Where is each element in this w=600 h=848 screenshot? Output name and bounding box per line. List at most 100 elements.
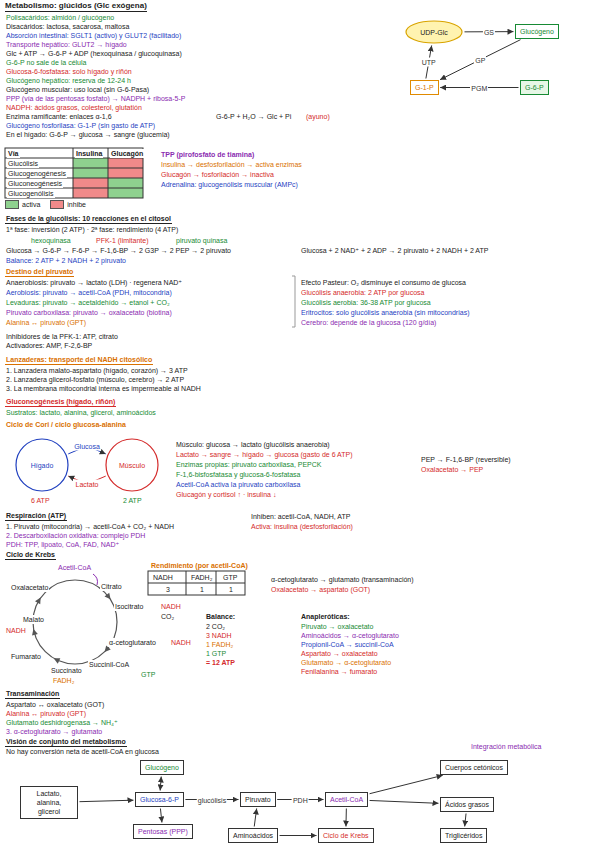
node-label: Pentosas (PPP) [138,827,188,836]
note-text: piruvato quinasa [175,236,228,245]
note-text: Piruvato carboxilasa: piruvato → oxalace… [5,308,173,317]
note-text: Glutamato → α-cetoglutarato [300,658,392,667]
table-fill [73,158,108,168]
note-text: 2 ATP [122,496,143,505]
note-text: Propionil-CoA → succinil-CoA [300,640,395,649]
connector-label: Glucosa [73,442,101,451]
note-text: Gluconeogénesis (hígado, riñón) [5,397,116,407]
connector-label: Lactato [75,480,100,489]
node-label: UDP-Glc [420,28,448,37]
note-text: Malato [22,615,45,624]
note-text: FADH₂ [190,573,213,582]
node-label: Acetil-CoA [330,795,363,804]
connector-label: PDH [292,795,309,804]
node-text-group: Triglicéridos [445,831,482,840]
note-text: Lanzaderas: transporte del NADH citosóli… [5,355,153,365]
note-text: Visión de conjunto del metabolismo [5,737,127,747]
node-text-group: Hígado [31,461,54,470]
note-text: Respiración (ATP) [5,511,67,521]
table-fill [108,188,143,198]
table-fill [108,158,143,168]
note-text: Acetil-CoA [57,563,92,572]
note-text: CO₂ [160,612,175,621]
node-text-group: Aminoácidos [233,831,273,840]
process-box: Piruvato [240,792,276,807]
note-text: 3. α-cetoglutarato → glutamato [5,727,103,736]
note-text: Transporte hepático: GLUT2 → hígado [5,40,128,49]
node-text-group: Glucógeno [145,763,179,772]
node-label: Piruvato [245,795,271,804]
note-text: PDH: TPP, lipoato, CoA, FAD, NAD⁺ [5,540,120,549]
note-text: Absorción intestinal: SGLT1 (activo) y G… [5,31,182,40]
process-box: Ciclo de Krebs [318,828,374,843]
note-text: Glucólisis anaerobia: 2 ATP por glucosa [300,288,425,297]
node-label: G-1-P [415,83,434,92]
note-text: Oxalacetato → aspartato (GOT) [270,585,371,594]
note-text: Alanina ↔ piruvato (GPT) [5,318,87,327]
node-label: Ácidos grasos [445,800,489,809]
note-text: 1 [228,585,234,594]
note-text: Glucosa → G-6-P → F-6-P → F-1,6-BP → 2 G… [5,246,232,255]
bracket [292,276,295,327]
note-text: Acetil-CoA activa la piruvato carboxilas… [175,480,302,489]
note-text: Glucosa + 2 NAD⁺ + 2 ADP → 2 piruvato + … [300,246,489,255]
note-text: 1 FADH₂ [205,640,234,649]
note-text: Lactato → sangre → hígado → glucosa (gas… [175,450,354,459]
ellipse-shape [16,439,68,491]
connector [160,776,161,790]
note-text: Glucosa-6-fosfatasa: solo hígado y riñón [5,67,133,76]
cycle-arrowhead [30,628,37,635]
node-label: Aminoácidos [233,831,273,840]
note-text: Glucógeno fosforilasa: G-1-P (sin gasto … [5,121,156,130]
note-text: Citrato [100,582,123,591]
note-text: GTP [140,670,156,679]
note-text: Adrenalina: glucogenólisis muscular (AMP… [160,180,299,189]
node-text-group: Cuerpos cetónicos [445,763,503,772]
node-text-group: Ácidos grasos [445,800,489,809]
ellipse-node: Músculo [105,438,159,492]
table-fill [73,168,108,178]
note-text: GTP [222,573,238,582]
note-text: Levaduras: piruvato → acetaldehído → eta… [5,298,171,307]
legend-item: activa [5,200,40,209]
node-text-group: UDP-Glc [420,28,448,37]
note-text: Transaminación [5,689,60,699]
note-text: Aerobiosis: piruvato → acetil-CoA (PDH, … [5,288,173,297]
connector [79,800,133,801]
legend-text: activa [22,200,40,209]
note-text: 3. La membrana mitocondrial interna es i… [5,384,202,393]
note-text: FADH₂ [52,676,75,685]
connector [254,808,256,826]
note-text: Succinato [50,666,83,675]
ellipse-shape [406,21,462,43]
note-text: Isocitrato [114,602,144,611]
note-text: Glc + ATP → G-6-P + ADP (hexoquinasa / g… [5,49,183,58]
process-box: Glucógeno [515,24,559,39]
cycle-ring [33,580,117,664]
note-text: NADPH: ácidos grasos, colesterol, glutat… [5,103,143,112]
connector [440,40,520,80]
note-text: Inhiben: acetil-CoA, NADH, ATP [250,512,351,521]
note-text: Glucógeno muscular: uso local (sin G-6-P… [5,85,150,94]
node-text-group: Ciclo de Krebs [323,831,369,840]
note-text: Glucogenólisis [7,189,55,198]
connector-label: GP [474,55,486,64]
connector [345,809,346,827]
note-text: Rendimiento (por acetil-CoA) [150,561,249,570]
connector [465,813,466,826]
connector-label: UTP [421,57,437,66]
node-label: Glucógeno [520,27,554,36]
yield-table [148,571,245,595]
node-text-group: G-6-P [525,83,544,92]
note-text: = 12 ATP [205,658,236,667]
note-text: PPP (vía de las pentosas fosfato) → NADP… [5,94,186,103]
note-text: Fenilalanina → fumarato [300,667,378,676]
node-label: Triglicéridos [445,831,482,840]
note-text: 2. Lanzadera glicerol-fosfato (músculo, … [5,375,185,384]
process-box: Cuerpos cetónicos [440,760,508,775]
note-text: Ciclo de Cori / ciclo glucosa-alanina [5,420,127,429]
note-text: Disacáridos: lactosa, sacarosa, maltosa [5,22,130,31]
note-text: Músculo: glucosa → lactato (glucólisis a… [175,440,331,449]
note-text: No hay conversión neta de acetil-CoA en … [5,747,160,756]
